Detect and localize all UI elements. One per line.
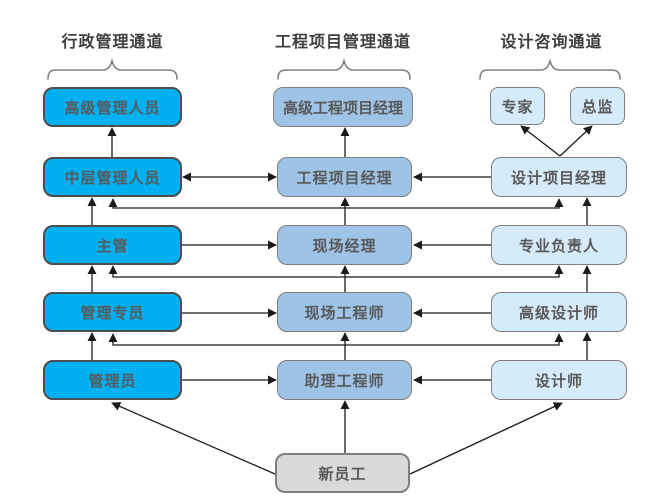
elbow-supervisor-discipline-lead <box>108 265 564 278</box>
node-discipline-lead: 专业负责人 <box>491 225 627 265</box>
node-administrator: 管理员 <box>43 360 182 400</box>
elbow-specialist-senior-designer <box>108 333 564 346</box>
design-channel-brace <box>479 58 621 80</box>
arrow-design-pm-to-director <box>559 125 593 157</box>
node-design-project-manager: 设计项目经理 <box>491 157 627 197</box>
node-director: 总监 <box>570 87 625 125</box>
node-site-manager: 现场经理 <box>277 225 412 265</box>
elbow-middle-manager-design-pm <box>108 198 564 209</box>
arrow-new-employee-to-administrator <box>111 402 276 475</box>
node-site-engineer: 现场工程师 <box>277 292 412 332</box>
node-project-manager: 工程项目经理 <box>277 157 412 197</box>
admin-channel-brace <box>47 58 178 80</box>
node-middle-manager: 中层管理人员 <box>43 157 182 197</box>
engineering-channel-title: 工程项目管理通道 <box>274 34 411 51</box>
node-expert: 专家 <box>490 87 545 125</box>
design-channel-title: 设计咨询通道 <box>500 34 603 51</box>
arrow-design-pm-to-expert <box>520 125 561 157</box>
node-assistant-engineer: 助理工程师 <box>277 360 412 400</box>
node-senior-project-manager: 高级工程项目经理 <box>273 87 413 127</box>
node-supervisor: 主管 <box>43 225 182 265</box>
arrow-new-employee-to-designer <box>409 402 563 475</box>
node-designer: 设计师 <box>491 360 627 400</box>
node-senior-designer: 高级设计师 <box>491 292 627 332</box>
node-new-employee: 新员工 <box>275 453 410 493</box>
admin-channel-title: 行政管理通道 <box>61 34 164 51</box>
node-senior-manager: 高级管理人员 <box>43 87 182 127</box>
node-specialist: 管理专员 <box>43 292 182 332</box>
engineering-channel-brace <box>277 58 411 80</box>
